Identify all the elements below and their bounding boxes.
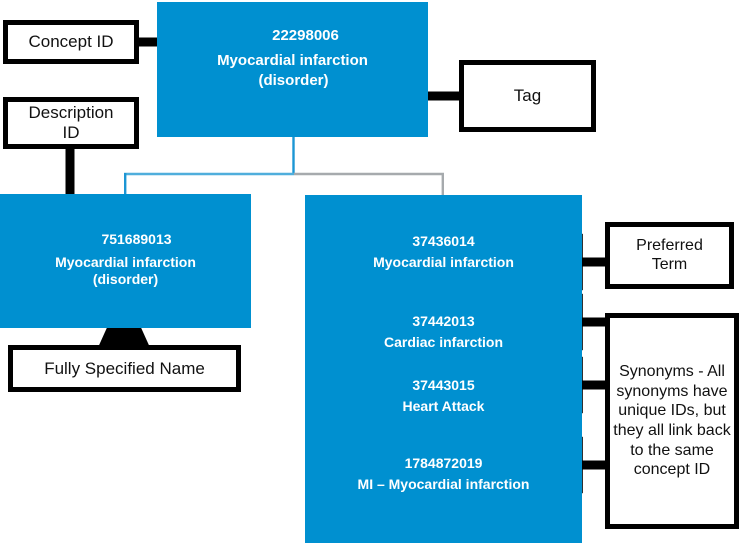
description-term: Cardiac infarction [383,334,504,350]
description-term: MI – Myocardial infarction [357,476,530,492]
concept-tag: (disorder) [258,71,329,89]
callout-concept-id: Concept ID [3,20,139,64]
description-row: 37442013 Cardiac infarction [305,313,582,350]
callout-description-id-text-line1: Description [28,103,114,123]
description-id-value: 37436014 [412,233,475,249]
callout-description-id: Description ID [3,97,139,149]
callout-fully-specified-name: Fully Specified Name [8,345,241,392]
description-term: Heart Attack [402,398,485,414]
fsn-id-value: 751689013 [101,231,172,247]
description-term: Myocardial infarction [373,254,514,270]
callout-synonyms-text: Synonyms - All synonyms have unique IDs,… [613,363,731,479]
callout-synonyms: Synonyms - All synonyms have unique IDs,… [605,313,739,529]
callout-tag: Tag [459,60,596,132]
tree-connector [123,137,444,196]
description-row: 1784872019 MI – Myocardial infarction [305,455,582,492]
fsn-term: Myocardial infarction [55,253,196,270]
concept-box: 22298006 Myocardial infarction (disorder… [157,2,428,137]
description-row: 37436014 Myocardial infarction [305,233,582,270]
callout-fully-specified-name-text: Fully Specified Name [44,358,205,378]
fully-specified-name-box: 751689013 Myocardial infarction (disorde… [0,194,251,328]
callout-preferred-term-text-line1: Preferred [636,236,703,254]
concept-id-value: 22298006 [272,27,339,44]
callout-concept-id-text: Concept ID [28,32,114,52]
callout-preferred-term-text-line2: Term [651,255,688,273]
description-row: 37443015 Heart Attack [305,377,582,414]
callout-preferred-term: Preferred Term [605,222,734,289]
description-id-value: 1784872019 [404,455,483,471]
description-id-value: 37442013 [412,313,475,329]
descriptions-box: 37436014 Myocardial infarction 37442013 … [305,195,582,543]
concept-term: Myocardial infarction [217,51,368,69]
description-id-value: 37443015 [412,377,475,393]
fsn-tag: (disorder) [92,271,159,288]
callout-tag-text: Tag [513,86,542,106]
callout-description-id-text-line2: ID [62,123,80,142]
